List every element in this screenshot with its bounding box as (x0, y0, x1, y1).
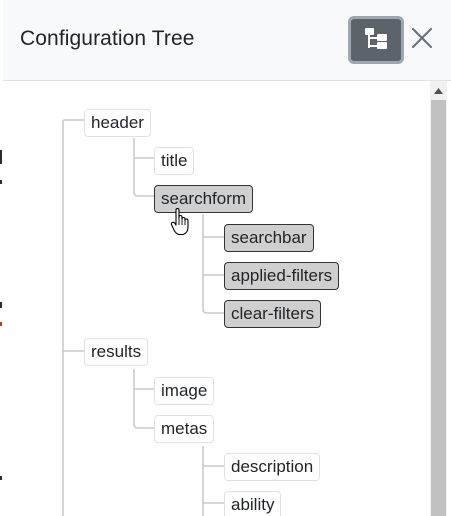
left-edge (0, 0, 3, 516)
tree-view-icon (363, 26, 389, 55)
tree-node-ability[interactable]: ability (224, 491, 282, 516)
tree-content (3, 81, 451, 516)
scrollbar-thumb[interactable] (431, 100, 446, 516)
tree-node-searchform[interactable]: searchform (154, 185, 254, 213)
tree-node-image[interactable]: image (154, 377, 215, 405)
tree-node-applied-filters[interactable]: applied-filters (224, 262, 340, 290)
close-button[interactable] (408, 26, 436, 54)
vertical-scrollbar[interactable] (430, 81, 447, 516)
panel-title: Configuration Tree (20, 27, 195, 50)
chevron-up-icon (434, 81, 443, 99)
tree-node-clear-filters[interactable]: clear-filters (224, 300, 322, 328)
tree-node-searchbar[interactable]: searchbar (224, 224, 314, 252)
tree-node-header[interactable]: header (84, 109, 151, 137)
tree-node-results[interactable]: results (84, 338, 149, 366)
tree-node-description[interactable]: description (224, 453, 321, 481)
tree-node-title[interactable]: title (154, 147, 195, 175)
scroll-up-button[interactable] (430, 81, 447, 98)
tree-view-toggle-button[interactable] (348, 16, 404, 64)
tree-node-metas[interactable]: metas (154, 415, 215, 443)
hand-pointer-icon (170, 207, 190, 241)
close-icon (411, 27, 433, 54)
